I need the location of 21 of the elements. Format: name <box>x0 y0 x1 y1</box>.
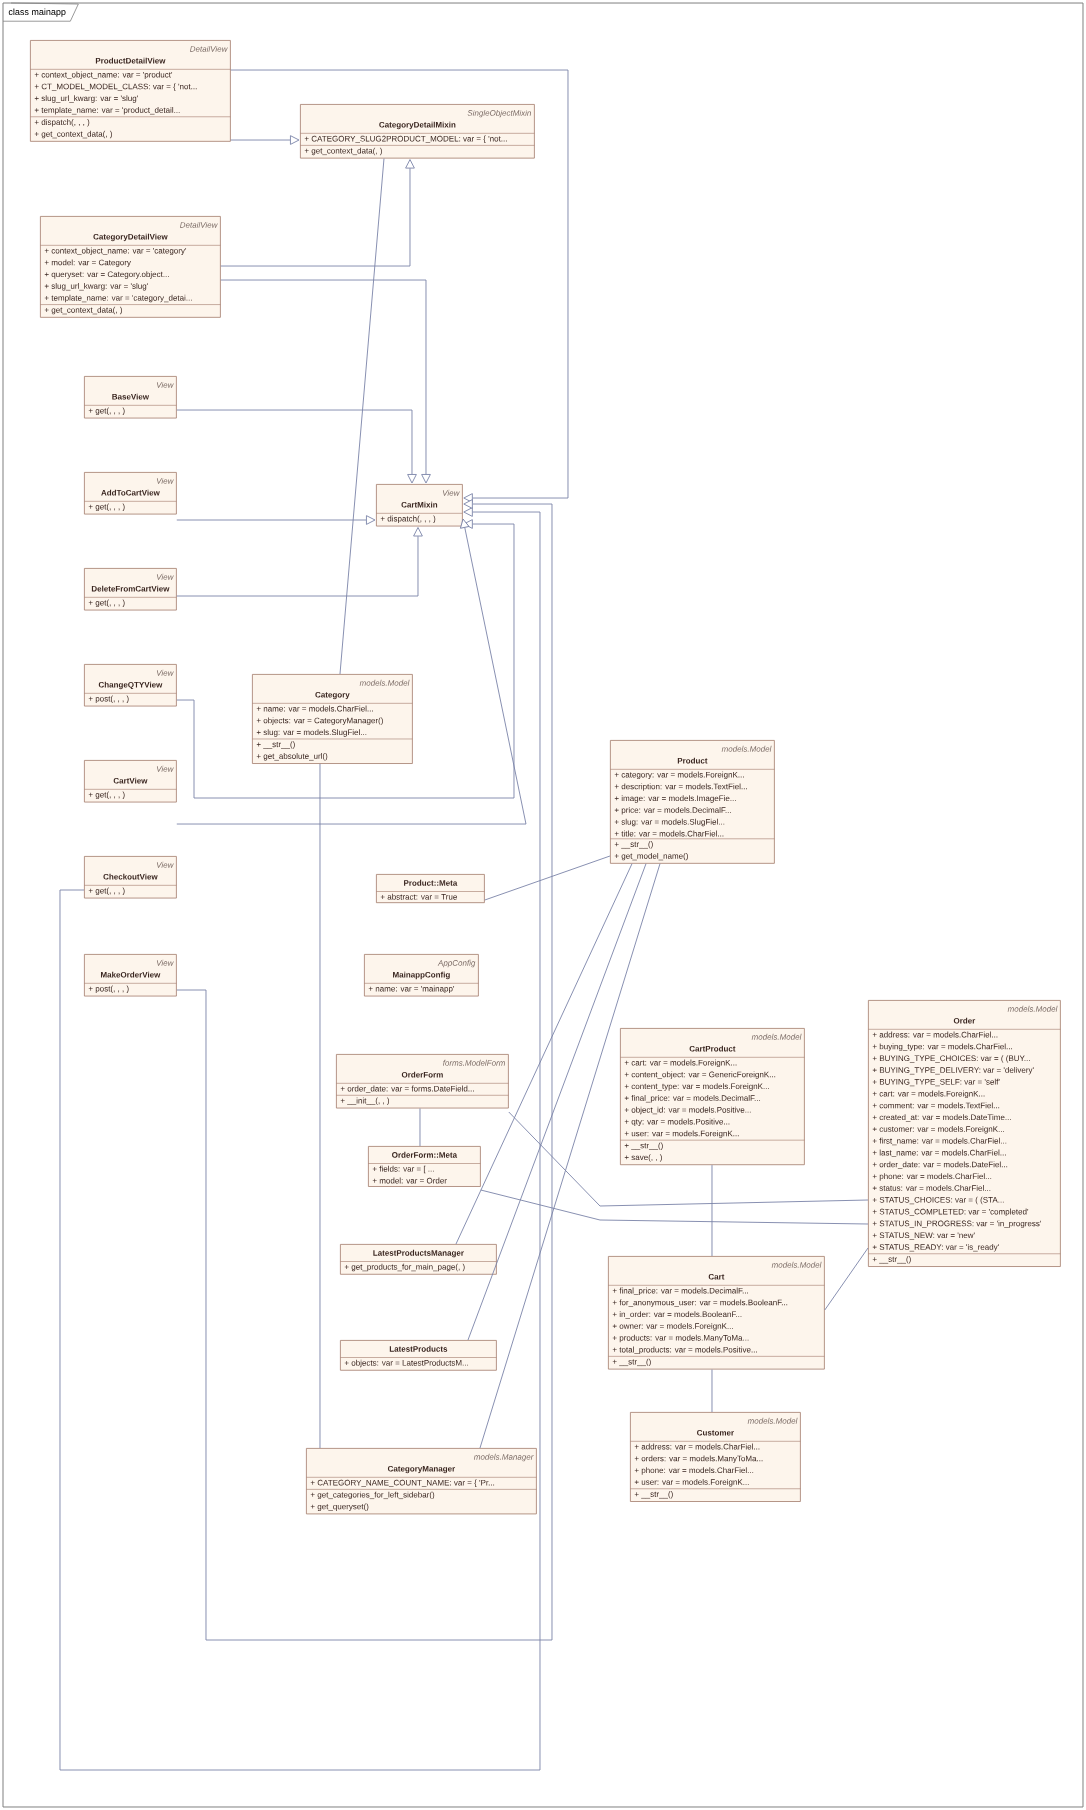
inheritance-arrow <box>230 135 300 145</box>
association-line <box>484 855 611 901</box>
inheritance-arrow <box>176 527 423 597</box>
association-line <box>824 1247 869 1311</box>
association-line <box>467 863 647 1341</box>
association-line <box>711 1369 713 1413</box>
association-line <box>319 763 321 1449</box>
association-line <box>419 1108 421 1147</box>
association-line <box>455 863 633 1245</box>
association-line <box>711 1164 713 1257</box>
inheritance-arrow <box>176 515 376 525</box>
inheritance-arrow <box>230 69 569 503</box>
inheritance-arrow <box>220 279 431 484</box>
association-line <box>339 158 385 675</box>
inheritance-arrow <box>176 499 553 1641</box>
inheritance-arrow <box>176 409 417 484</box>
association-line <box>508 1111 869 1207</box>
inheritance-arrow <box>220 159 415 267</box>
inheritance-arrow <box>59 507 541 1771</box>
association-line <box>480 1189 869 1225</box>
association-line <box>479 863 661 1449</box>
